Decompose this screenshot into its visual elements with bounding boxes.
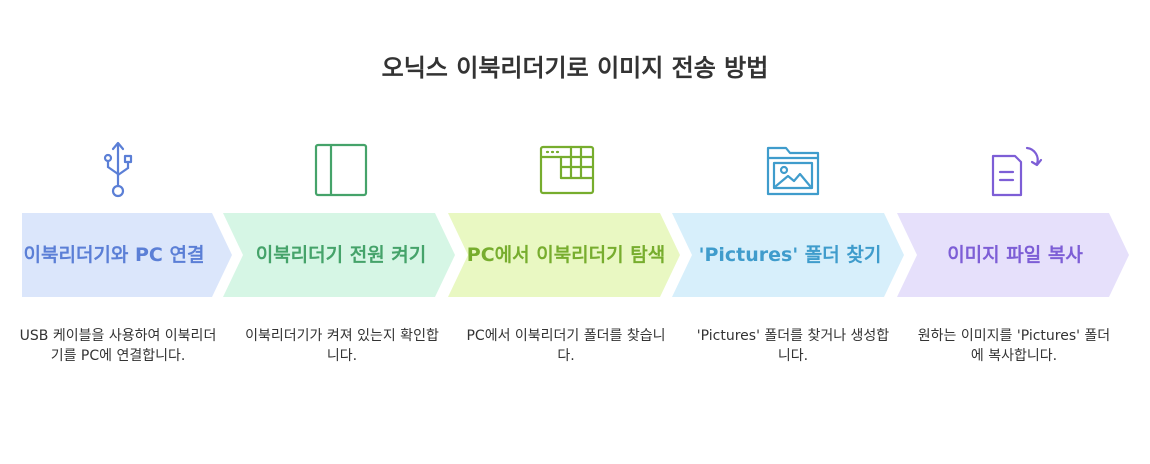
image-folder-icon bbox=[766, 146, 820, 196]
step-1-label: 이북리더기와 PC 연결 bbox=[23, 244, 205, 266]
usb-icon bbox=[103, 141, 133, 198]
step-3-description: PC에서 이북리더기 폴더를 찾습니다. bbox=[466, 328, 666, 364]
browser-grid-icon bbox=[539, 145, 595, 195]
device-icon bbox=[314, 143, 368, 197]
step-2-shape bbox=[223, 213, 455, 297]
step-4-shape bbox=[672, 213, 904, 297]
step-4-label: 'Pictures' 폴더 찾기 bbox=[698, 244, 882, 266]
step-2-description: 이북리더기가 켜져 있는지 확인합니다. bbox=[245, 328, 439, 364]
step-2-label: 이북리더기 전원 켜기 bbox=[255, 244, 427, 266]
step-4-description: 'Pictures' 폴더를 찾거나 생성합니다. bbox=[696, 328, 890, 364]
diagram-title: 오닉스 이북리더기로 이미지 전송 방법 bbox=[381, 54, 769, 82]
step-3-shape bbox=[448, 213, 680, 297]
step-1-shape bbox=[22, 213, 232, 297]
file-copy-icon bbox=[991, 146, 1043, 197]
step-5-description: 원하는 이미지를 'Pictures' 폴더에 복사합니다. bbox=[917, 328, 1111, 364]
step-5-shape bbox=[897, 213, 1129, 297]
step-5-label: 이미지 파일 복사 bbox=[947, 244, 1083, 266]
step-1-description: USB 케이블을 사용하여 이북리더기를 PC에 연결합니다. bbox=[19, 328, 217, 364]
step-3-label: PC에서 이북리더기 탐색 bbox=[466, 244, 666, 266]
